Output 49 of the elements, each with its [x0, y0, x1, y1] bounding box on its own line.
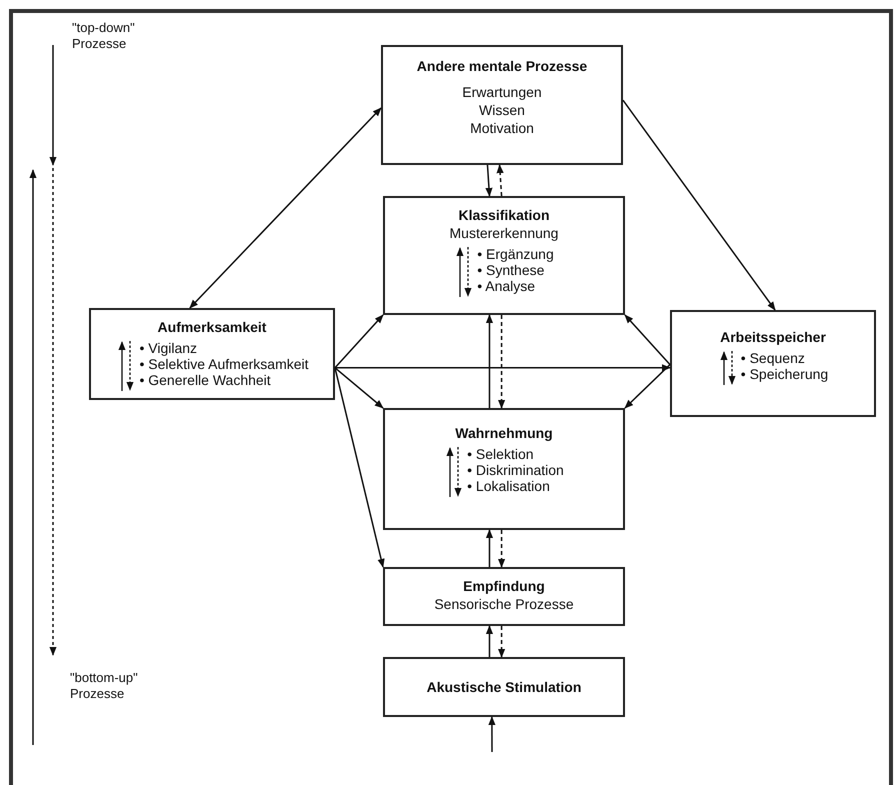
bullet-item: • Generelle Wachheit: [139, 372, 272, 388]
bullet-item: • Analyse: [477, 278, 536, 294]
bullet-item: • Speicherung: [740, 366, 830, 382]
process-label: "top-down" Prozesse: [72, 20, 136, 52]
arrow: [498, 530, 506, 568]
arrow: [624, 364, 671, 409]
arrow: [498, 626, 506, 658]
bullet-item: • Selektive Aufmerksamkeit: [139, 356, 309, 372]
box-title: Andere mentale Prozesse: [416, 57, 588, 75]
process-box: [89, 308, 335, 400]
arrow: [334, 314, 384, 368]
arrow: [496, 164, 504, 196]
arrow: [486, 625, 494, 657]
bullet-item: • Selektion: [467, 446, 535, 462]
process-box: [383, 657, 625, 717]
box-text: Sensorische Prozesse: [434, 596, 574, 613]
box-title: Aufmerksamkeit: [158, 318, 266, 336]
process-label: "bottom-up" Prozesse: [70, 670, 139, 702]
process-box: [381, 45, 623, 165]
arrow: [488, 716, 496, 752]
box-title: Empfindung: [463, 577, 545, 595]
bullet-item: • Synthese: [477, 262, 546, 278]
arrow: [486, 314, 494, 408]
arrow: [189, 107, 382, 309]
arrow: [334, 368, 385, 568]
process-box: [383, 196, 625, 315]
box-title: Klassifikation: [458, 206, 550, 224]
arrow: [498, 315, 506, 409]
arrow: [486, 529, 494, 567]
box-title: Arbeitsspeicher: [720, 328, 826, 346]
box-title: Akustische Stimulation: [426, 678, 582, 696]
arrow: [622, 100, 776, 311]
process-box: [383, 408, 625, 530]
box-text: Mustererkennung: [450, 225, 558, 242]
process-box: [383, 567, 625, 626]
process-box: [670, 310, 876, 417]
bullet-item: • Vigilanz: [139, 340, 198, 356]
arrow: [334, 367, 384, 409]
box-text: Wissen: [479, 102, 525, 119]
arrow: [624, 314, 671, 366]
bullet-item: • Ergänzung: [477, 246, 555, 262]
box-text: Erwartungen: [462, 84, 542, 101]
bullet-item: • Sequenz: [740, 350, 806, 366]
box-text: Motivation: [470, 120, 534, 137]
box-title: Wahrnehmung: [455, 424, 553, 442]
arrow: [485, 164, 493, 197]
arrow: [335, 364, 671, 372]
bullet-item: • Diskrimination: [467, 462, 565, 478]
bullet-item: • Lokalisation: [467, 478, 551, 494]
